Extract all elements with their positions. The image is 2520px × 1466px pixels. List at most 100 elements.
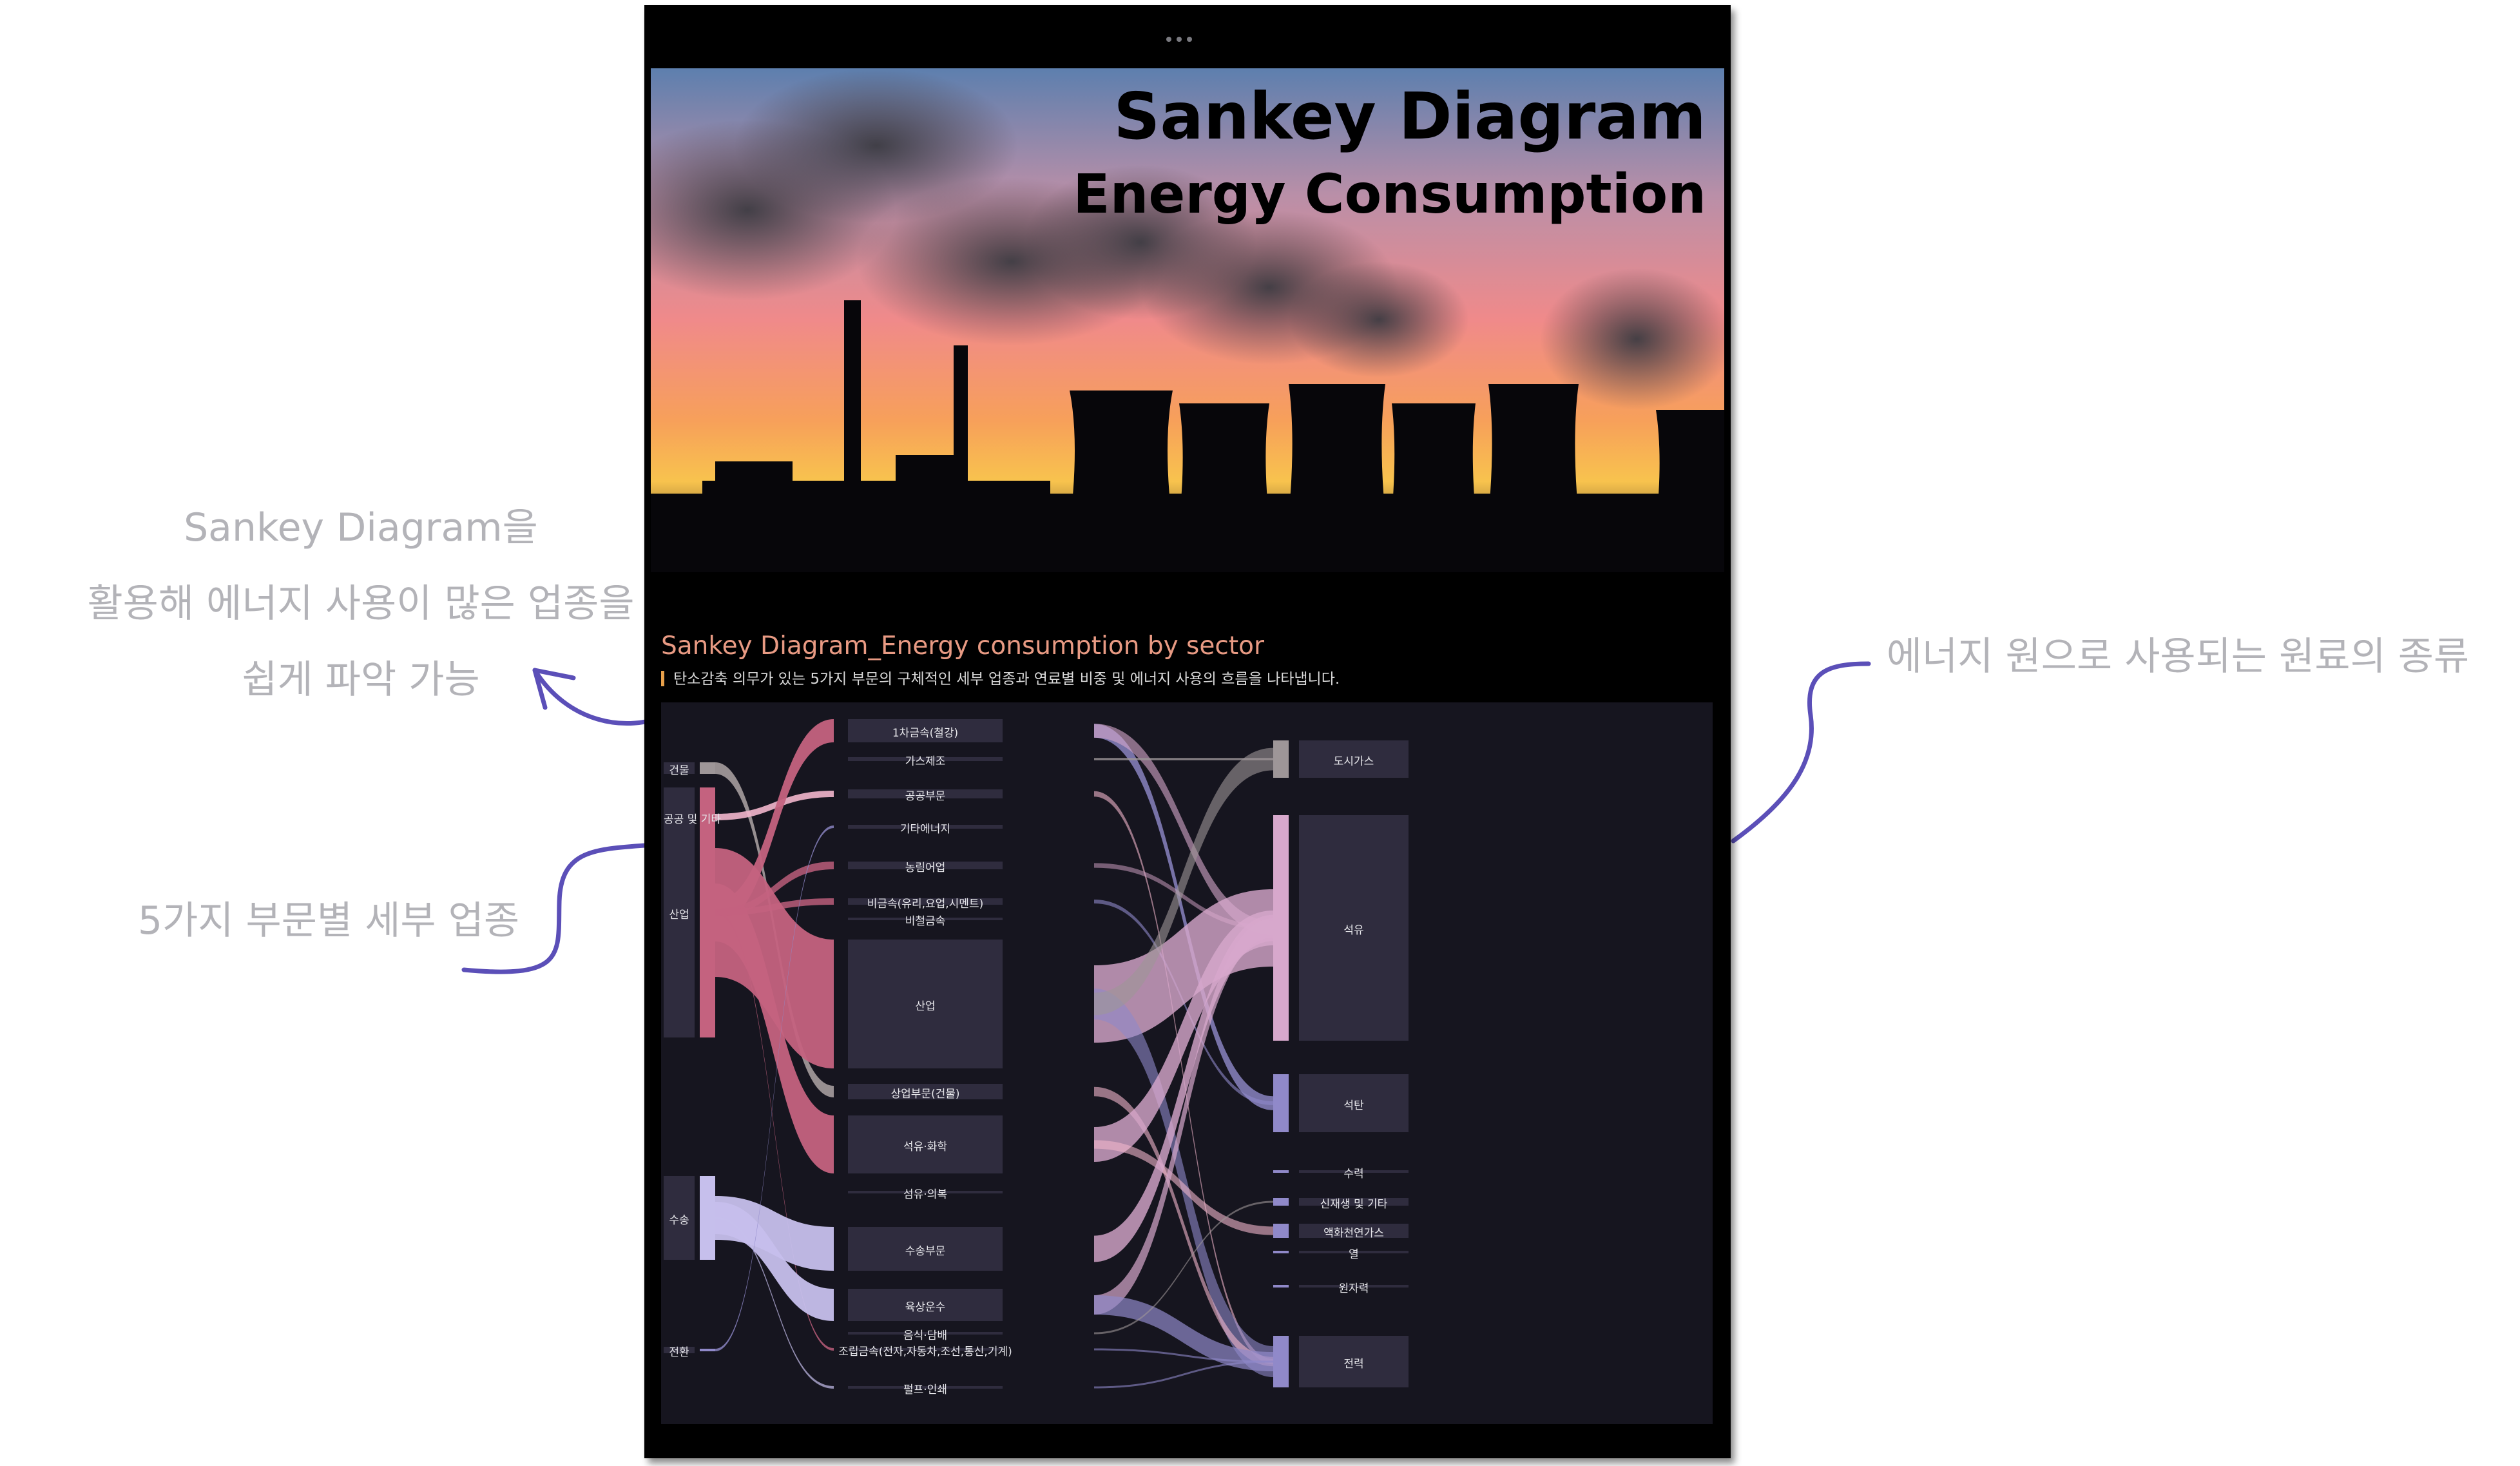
industry-label-2: 가스제조 xyxy=(905,755,946,768)
annotation-line-3: 쉽게 파악 가능 xyxy=(242,657,480,702)
fuel-node-1[interactable] xyxy=(1299,740,1409,778)
fuel-bar-1[interactable] xyxy=(1273,740,1289,778)
fuel-node-4[interactable] xyxy=(1299,1170,1409,1173)
sector-bar-4[interactable] xyxy=(700,1176,715,1260)
fuel-bar-5[interactable] xyxy=(1273,1198,1289,1206)
sector-bar-3[interactable] xyxy=(700,787,715,1037)
sector-bar-1[interactable] xyxy=(700,762,715,774)
flow-i12-f2 xyxy=(1094,914,1273,1262)
sankey-diagram xyxy=(664,719,1409,1389)
sector-label-3: 산업 xyxy=(669,909,689,921)
industry-node-13[interactable] xyxy=(848,1289,1003,1321)
fuel-bar-2[interactable] xyxy=(1273,815,1289,1041)
fuel-node-6[interactable] xyxy=(1299,1224,1409,1238)
fuel-node-5[interactable] xyxy=(1299,1198,1409,1206)
flow-i9-f9 xyxy=(1094,1086,1273,1367)
flow-i1-f3 xyxy=(1094,724,1273,1110)
industry-node-10[interactable] xyxy=(848,1115,1003,1173)
flow-s3-i5 xyxy=(715,862,834,916)
annotation-sectors: 5가지 부문별 세부 업종 xyxy=(137,898,520,943)
industry-label-1: 1차금속(철강) xyxy=(892,727,959,740)
fuel-bar-6[interactable] xyxy=(1273,1224,1289,1238)
industry-node-8[interactable] xyxy=(848,940,1003,1068)
sector-node-5[interactable] xyxy=(664,1347,695,1353)
flow-s3-i8 xyxy=(715,848,834,1068)
flow-i10-f2 xyxy=(1094,911,1273,1162)
dashboard-window: Sankey Diagram Energy Consumption Sankey… xyxy=(644,5,1731,1458)
fuel-bar-7[interactable] xyxy=(1273,1251,1289,1253)
fuel-node-7[interactable] xyxy=(1299,1251,1409,1253)
industry-node-14[interactable] xyxy=(848,1332,1003,1335)
flow-s4-i13 xyxy=(715,1202,834,1321)
flow-s3-i6 xyxy=(715,898,834,916)
flow-s2-i3 xyxy=(715,791,834,820)
industry-node-3[interactable] xyxy=(848,789,1003,798)
flow-i8-f1 xyxy=(1094,747,1273,1016)
industry-label-16: 펄프·인쇄 xyxy=(903,1384,947,1396)
sector-label-1: 건물 xyxy=(669,764,689,777)
fuel-label-2: 석유 xyxy=(1343,924,1364,937)
power-plant-photo xyxy=(651,68,1724,572)
industry-node-16[interactable] xyxy=(848,1386,1003,1389)
fuel-node-3[interactable] xyxy=(1299,1074,1409,1132)
sector-label-4: 수송 xyxy=(669,1214,689,1227)
industry-node-5[interactable] xyxy=(848,862,1003,869)
industry-label-12: 수송부문 xyxy=(905,1245,946,1258)
industry-node-15[interactable] xyxy=(848,1348,1003,1351)
sector-node-1[interactable] xyxy=(664,762,695,774)
more-options-icon[interactable] xyxy=(1166,32,1205,45)
flow-s3-i15 xyxy=(715,911,834,1351)
industry-node-2[interactable] xyxy=(848,757,1003,761)
hero-banner: Sankey Diagram Energy Consumption xyxy=(651,68,1724,572)
industry-node-4[interactable] xyxy=(848,825,1003,829)
flow-s5-i4 xyxy=(715,825,834,1351)
industry-label-5: 농림어업 xyxy=(905,862,946,874)
fuel-node-8[interactable] xyxy=(1299,1285,1409,1288)
sankey-section-subtitle: 탄소감축 의무가 있는 5가지 부문의 구체적인 세부 업종과 연료별 비중 및… xyxy=(661,666,1340,688)
industry-node-7[interactable] xyxy=(848,918,1003,920)
hero-title-line-1: Sankey Diagram xyxy=(1113,79,1706,154)
fuel-bar-4[interactable] xyxy=(1273,1170,1289,1173)
flow-i8-f2 xyxy=(1094,889,1273,1043)
fuel-label-1: 도시가스 xyxy=(1333,755,1374,768)
industry-node-11[interactable] xyxy=(848,1191,1003,1193)
industry-node-12[interactable] xyxy=(848,1227,1003,1271)
fuel-bar-9[interactable] xyxy=(1273,1336,1289,1387)
industry-label-15: 조립금속(전자,자동차,조선,통신,기계) xyxy=(838,1345,1012,1358)
fuel-label-8: 원자력 xyxy=(1338,1282,1369,1295)
sector-node-4[interactable] xyxy=(664,1176,695,1260)
flow-i15-f9 xyxy=(1094,1348,1273,1363)
sector-bar-5[interactable] xyxy=(700,1349,715,1351)
flow-s3-i10 xyxy=(715,883,834,1173)
flow-i16-f9 xyxy=(1094,1360,1273,1389)
arrow-to-fuels xyxy=(1731,661,1871,844)
arrow-to-sectors xyxy=(461,843,647,974)
fuel-label-3: 석탄 xyxy=(1343,1099,1364,1112)
industry-label-13: 육상운수 xyxy=(905,1301,946,1314)
flow-i2-f1 xyxy=(1094,758,1273,760)
sector-label-2: 공공 및 기타 xyxy=(664,813,722,826)
industry-node-9[interactable] xyxy=(848,1084,1003,1099)
industry-label-7: 비철금속 xyxy=(905,915,946,928)
arrow-to-title-head xyxy=(532,668,576,710)
flow-i13-f2 xyxy=(1094,918,1273,1315)
industry-node-6[interactable] xyxy=(848,898,1003,905)
industry-label-8: 산업 xyxy=(915,1000,936,1013)
fuel-node-2[interactable] xyxy=(1299,815,1409,1041)
industry-node-1[interactable] xyxy=(848,719,1003,742)
fuel-label-9: 전력 xyxy=(1343,1358,1364,1371)
fuel-label-6: 액화천연가스 xyxy=(1323,1227,1384,1240)
annotation-line-1: Sankey Diagram을 xyxy=(184,505,538,550)
flow-i5-f2 xyxy=(1094,863,1273,931)
fuel-node-9[interactable] xyxy=(1299,1336,1409,1387)
hero-title: Sankey Diagram Energy Consumption xyxy=(1073,75,1706,229)
industry-label-3: 공공부문 xyxy=(905,790,946,803)
sector-node-3[interactable] xyxy=(664,787,695,1037)
subtitle-accent-bar xyxy=(661,671,664,686)
fuel-bar-8[interactable] xyxy=(1273,1285,1289,1288)
annotation-fuels: 에너지 원으로 사용되는 원료의 종류 xyxy=(1886,634,2470,679)
fuel-label-5: 신재생 및 기타 xyxy=(1320,1198,1388,1211)
flow-i8-f9 xyxy=(1094,989,1273,1377)
fuel-bar-3[interactable] xyxy=(1273,1074,1289,1132)
